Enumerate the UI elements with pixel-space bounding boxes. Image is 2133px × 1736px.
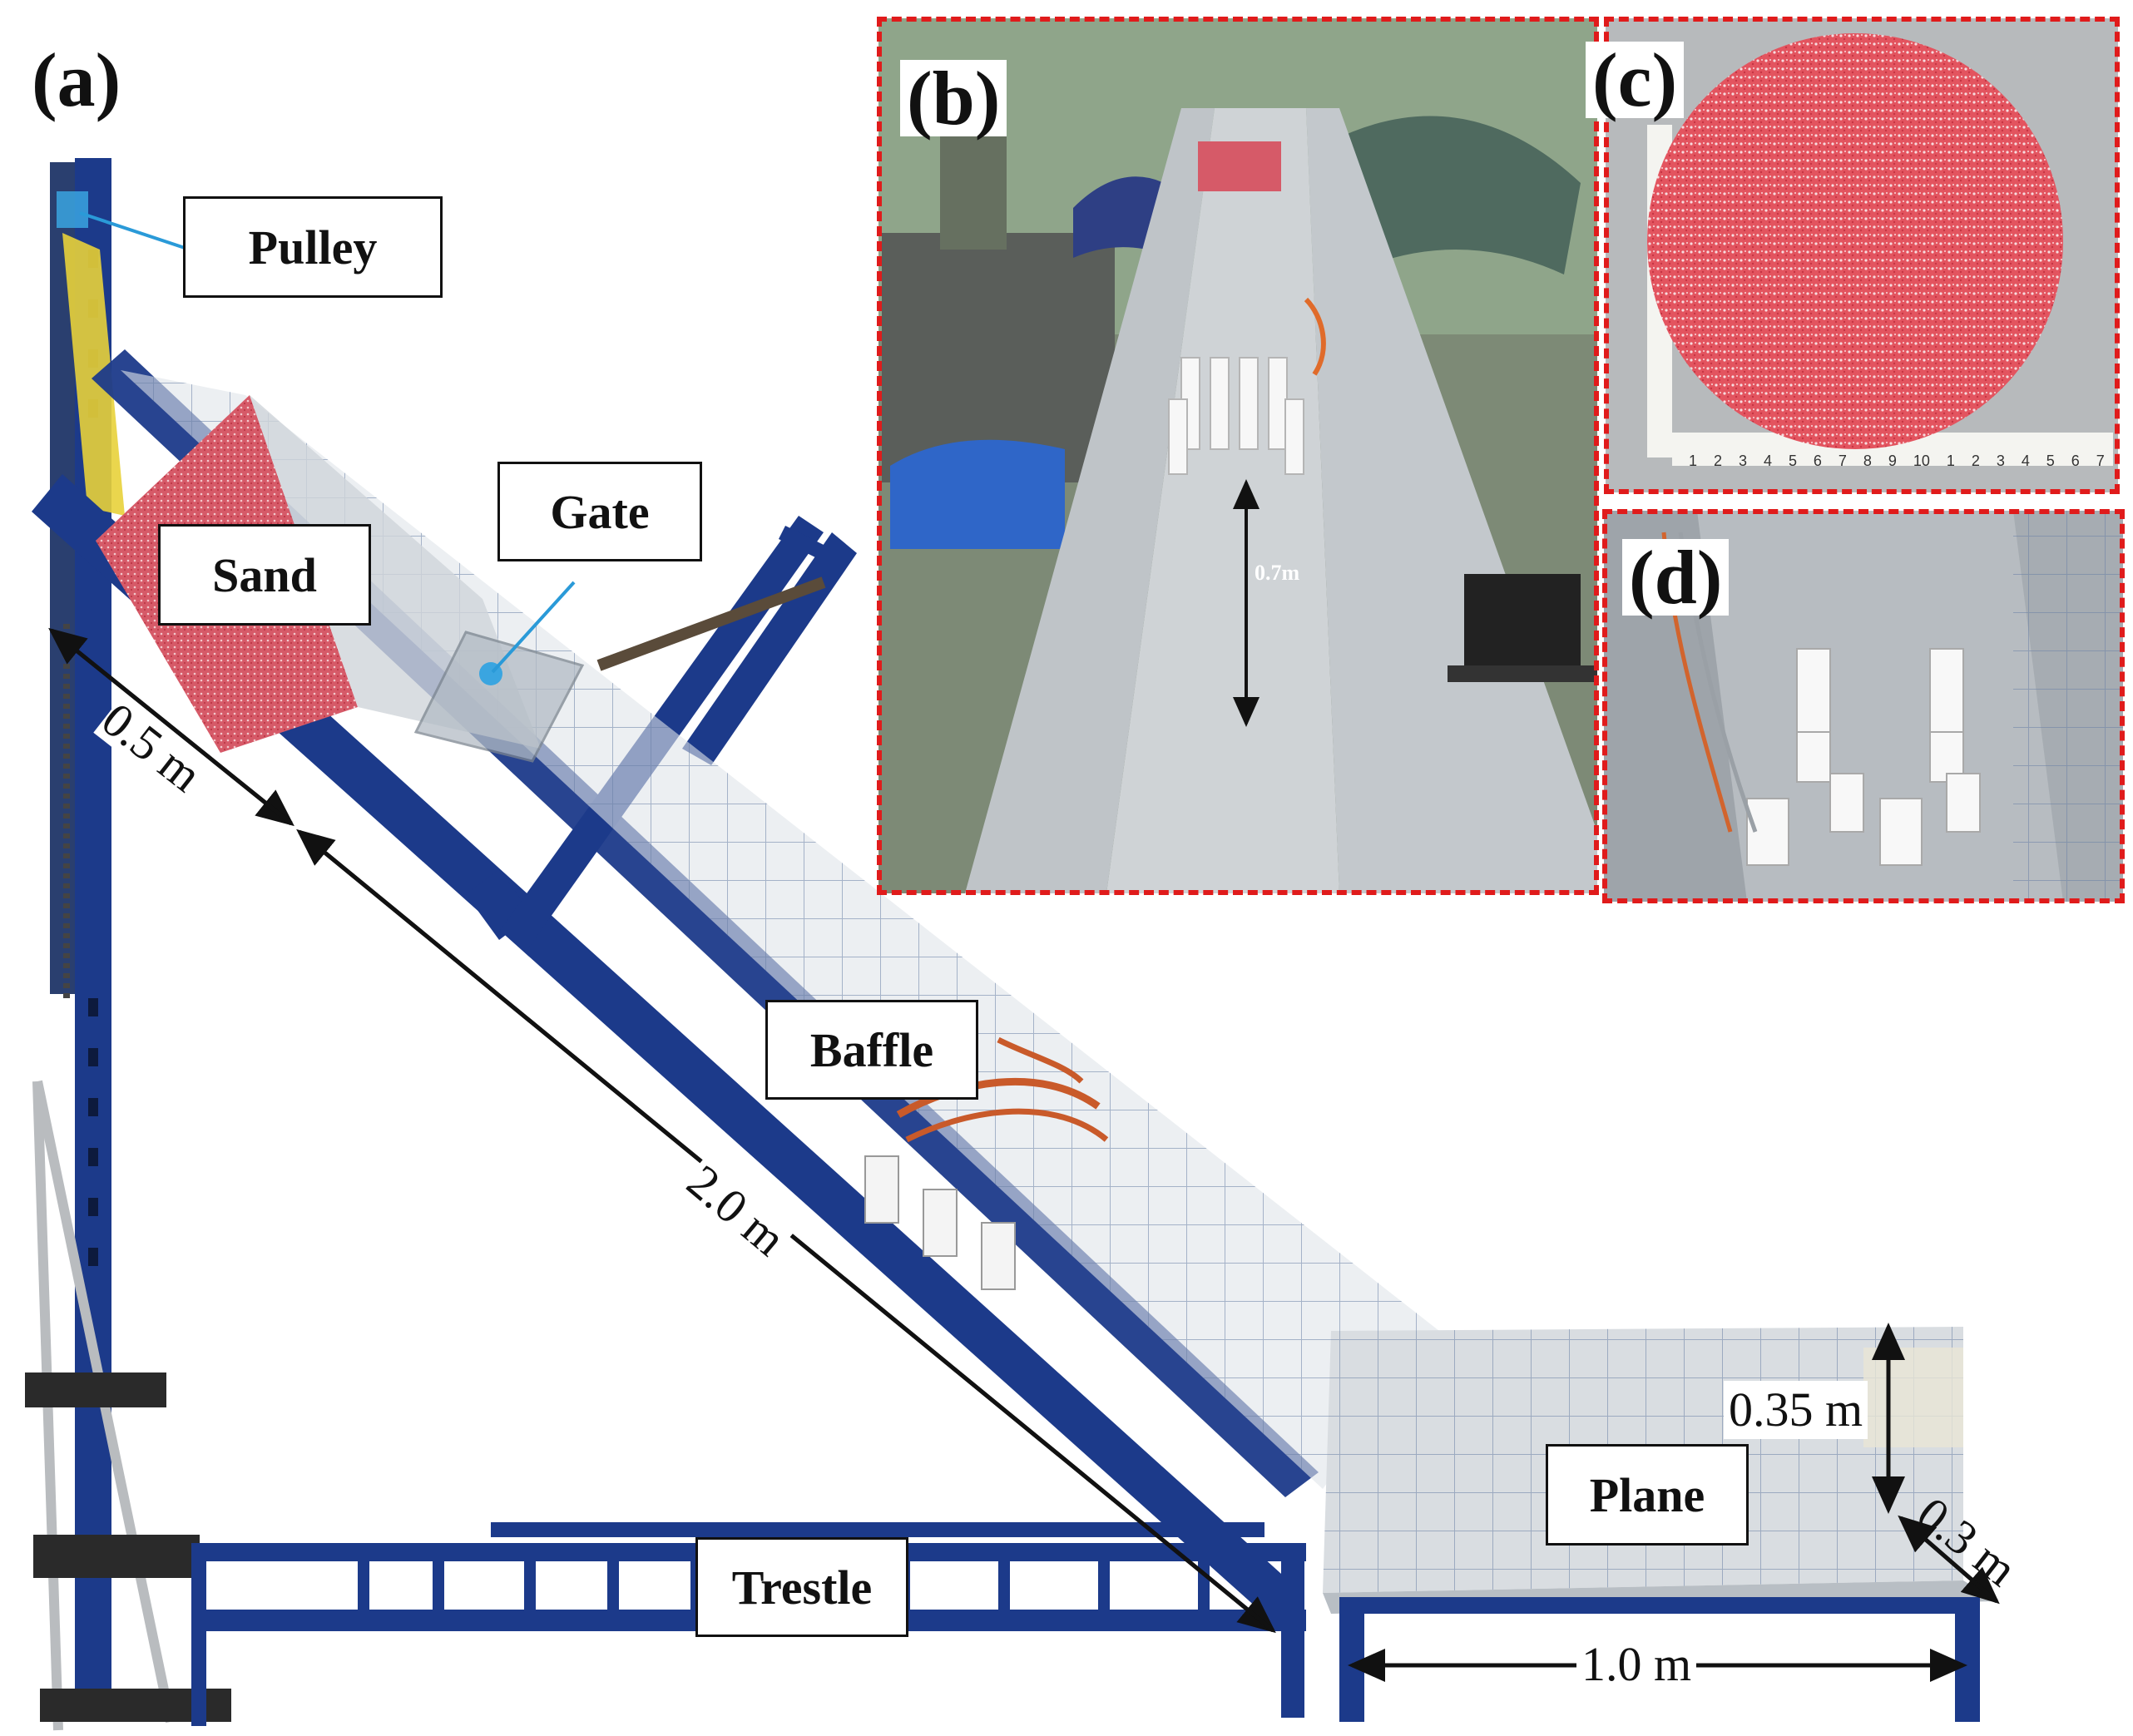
gate-leader <box>491 581 576 674</box>
panel-label-a: (a) <box>32 37 121 122</box>
baffle-label: Baffle <box>765 1000 978 1100</box>
baffles-with-cables <box>864 1036 1109 1290</box>
inset-b-frame <box>877 17 1599 895</box>
pulley-label: Pulley <box>183 196 443 298</box>
panel-label-d: (d) <box>1622 539 1730 616</box>
inset-d-frame <box>1602 509 2125 903</box>
inset-b-photo <box>878 18 1597 893</box>
panel-label-c: (c) <box>1586 42 1685 118</box>
incline-frame <box>32 474 1298 1622</box>
sand-sample <box>1647 33 2063 449</box>
inset-c-frame <box>1604 17 2120 494</box>
gate-plate <box>413 631 585 763</box>
plane-label: Plane <box>1546 1444 1749 1546</box>
pulley-wheel <box>57 191 88 228</box>
apparatus-photo <box>25 158 2000 1731</box>
dim-0.35m-label: 0.35 m <box>1724 1381 1868 1439</box>
panel-label-b: (b) <box>900 60 1007 136</box>
dim-1.0m-label: 1.0 m <box>1576 1640 1697 1689</box>
inset-c-photo <box>1606 18 2118 492</box>
gate-label: Gate <box>497 462 702 561</box>
pulley-leader <box>79 211 186 250</box>
trestle-label: Trestle <box>695 1537 908 1637</box>
inset-b-chute <box>1106 108 1339 893</box>
sand-label: Sand <box>158 524 371 626</box>
inset-b-0.7m-label: 0.7m <box>1255 561 1300 585</box>
